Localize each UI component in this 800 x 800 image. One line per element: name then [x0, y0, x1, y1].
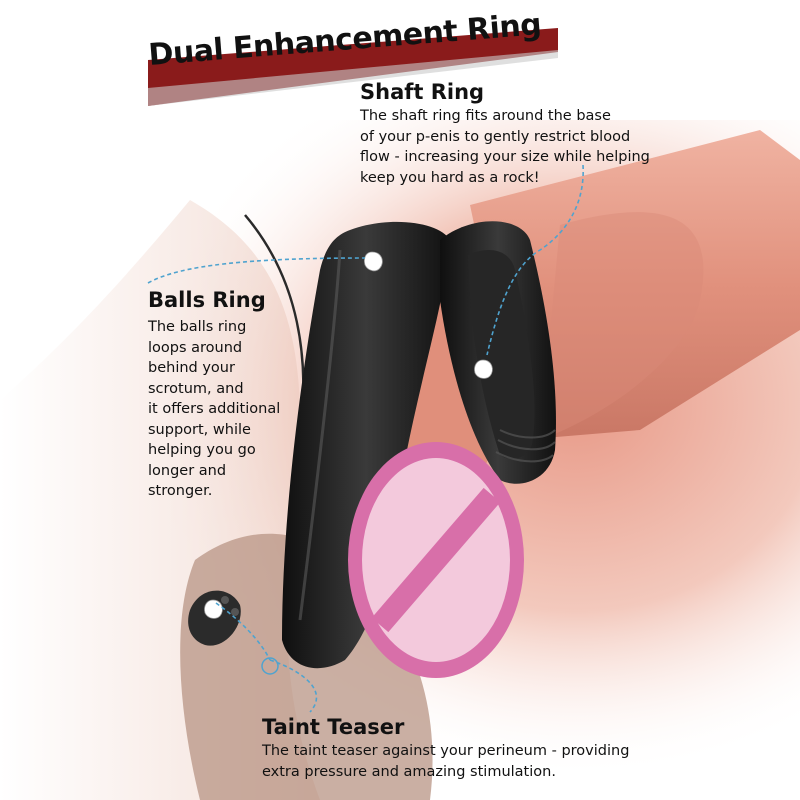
title-area: Dual Enhancement Ring — [138, 0, 558, 106]
balls-ring-line: stronger. — [148, 483, 213, 499]
taint-teaser-line: extra pressure and amazing stimulation. — [262, 763, 556, 780]
shaft-ring-line: keep you hard as a rock! — [360, 169, 540, 186]
balls-ring-description: The balls ring loops around behind your … — [148, 317, 280, 502]
shaft-ring-description: The shaft ring fits around the base of y… — [360, 106, 650, 188]
balls-ring-line: support, while — [148, 421, 251, 438]
balls-ring-heading: Balls Ring — [148, 288, 266, 312]
shaft-ring-heading: Shaft Ring — [360, 80, 485, 104]
balls-ring-line: The balls ring — [148, 319, 247, 335]
taint-teaser-description: The taint teaser against your perineum -… — [262, 741, 629, 782]
taint-teaser-line: The taint teaser against your perineum -… — [262, 743, 630, 759]
balls-ring-line: loops around — [148, 339, 243, 356]
shaft-ring-inner — [468, 250, 535, 459]
balls-ring-line: scrotum, and — [148, 380, 244, 397]
leader-ring — [261, 657, 279, 675]
balls-ring-line: helping you go — [148, 442, 256, 458]
balls-ring-highlight — [298, 249, 342, 621]
balls-ring — [282, 221, 450, 669]
censor-icon — [348, 442, 524, 678]
balls-ring-line: it offers additional — [148, 401, 281, 417]
balls-ring-line: behind your — [148, 360, 235, 376]
shaft-ring-line: The shaft ring fits around the base — [360, 108, 611, 124]
taint-teaser-heading: Taint Teaser — [262, 715, 405, 739]
shaft-ring-line: of your p-enis to gently restrict blood — [360, 128, 631, 145]
title-banner-fade — [148, 50, 558, 106]
shaft-ring-ridges — [495, 429, 556, 463]
shaft-shadow — [540, 212, 704, 440]
balls-ring-line: longer and — [148, 462, 227, 479]
shaft-ring-line: flow - increasing your size while helpin… — [360, 149, 650, 165]
leader-lines — [147, 164, 584, 713]
page-title: Dual Enhancement Ring — [147, 7, 543, 74]
